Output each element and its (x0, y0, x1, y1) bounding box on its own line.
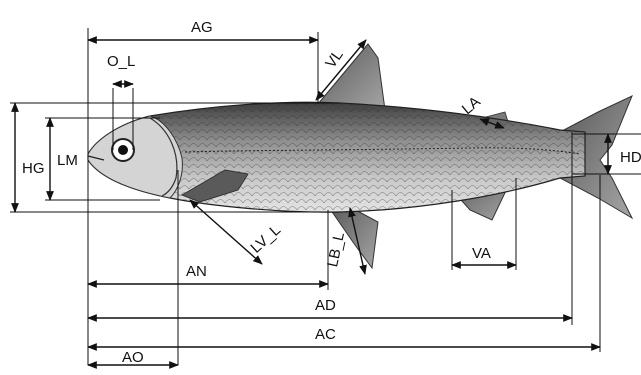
label-an: AN (186, 263, 207, 280)
label-hd: HD (620, 149, 641, 166)
label-lm: LM (57, 152, 78, 169)
label-ao: AO (122, 349, 144, 366)
label-hg: HG (22, 160, 45, 177)
label-va: VA (472, 245, 491, 262)
lv-l-arrow (190, 200, 262, 264)
label-lv-l: LV_L (247, 221, 284, 256)
label-ad: AD (315, 297, 336, 314)
label-o-l: O_L (107, 53, 135, 70)
eye-pupil (118, 145, 128, 155)
label-ac: AC (315, 326, 336, 343)
label-ag: AG (191, 19, 213, 36)
